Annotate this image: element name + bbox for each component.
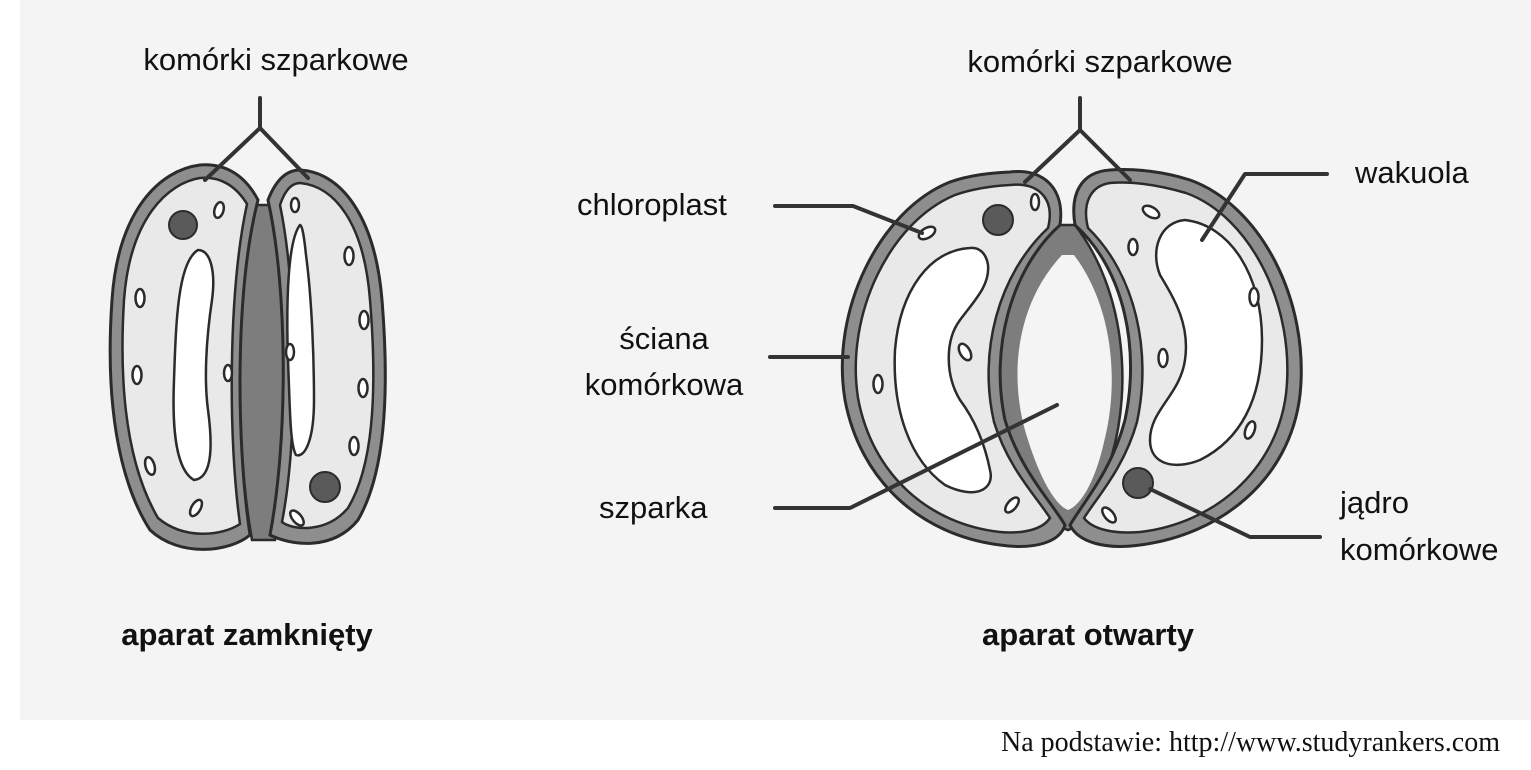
closed-guard-cells-leader [203, 96, 310, 182]
closed-stoma-title: aparat zamknięty [121, 617, 373, 652]
open-left-chloroplasts [872, 192, 1041, 514]
closed-left-vacuole [172, 248, 215, 482]
closed-right-vacuole [286, 223, 316, 457]
open-stoma [768, 96, 1329, 548]
closed-guard-cells-label: komórki szparkowe [143, 42, 408, 77]
open-left-vacuole [893, 246, 993, 494]
nucleus-leader [1148, 487, 1322, 539]
open-right-vacuole [1148, 218, 1264, 467]
open-right-nucleus [1122, 467, 1154, 499]
open-right-guard-cell [1068, 168, 1303, 548]
open-left-nucleus [982, 204, 1014, 236]
chloroplast-label: chloroplast [577, 187, 727, 222]
pore-leader [773, 403, 1059, 510]
chloroplast-leader [773, 204, 924, 235]
closed-stoma [108, 96, 387, 551]
closed-right-chloroplasts [284, 196, 370, 527]
open-left-guard-cell [840, 170, 1067, 548]
vacuole-leader [1200, 172, 1329, 242]
closed-left-guard-cell [108, 163, 260, 551]
vacuole-label: wakuola [1354, 155, 1469, 190]
closed-right-nucleus [309, 471, 341, 503]
open-right-chloroplasts [1101, 204, 1260, 524]
closed-left-chloroplasts [131, 200, 234, 518]
open-guard-cells-leader [1023, 96, 1132, 184]
cell-wall-label-line2: komórkowa [585, 367, 744, 402]
nucleus-label-line1: jądro [1339, 485, 1409, 520]
open-guard-cells-label: komórki szparkowe [967, 44, 1232, 79]
cell-wall-label-line1: ściana [619, 321, 709, 356]
closed-left-nucleus [168, 210, 198, 240]
source-caption: Na podstawie: http://www.studyrankers.co… [1001, 727, 1500, 758]
open-stoma-title: aparat otwarty [982, 617, 1195, 652]
nucleus-label-line2: komórkowe [1340, 532, 1499, 567]
closed-right-guard-cell [266, 168, 387, 545]
pore-label: szparka [599, 490, 708, 525]
